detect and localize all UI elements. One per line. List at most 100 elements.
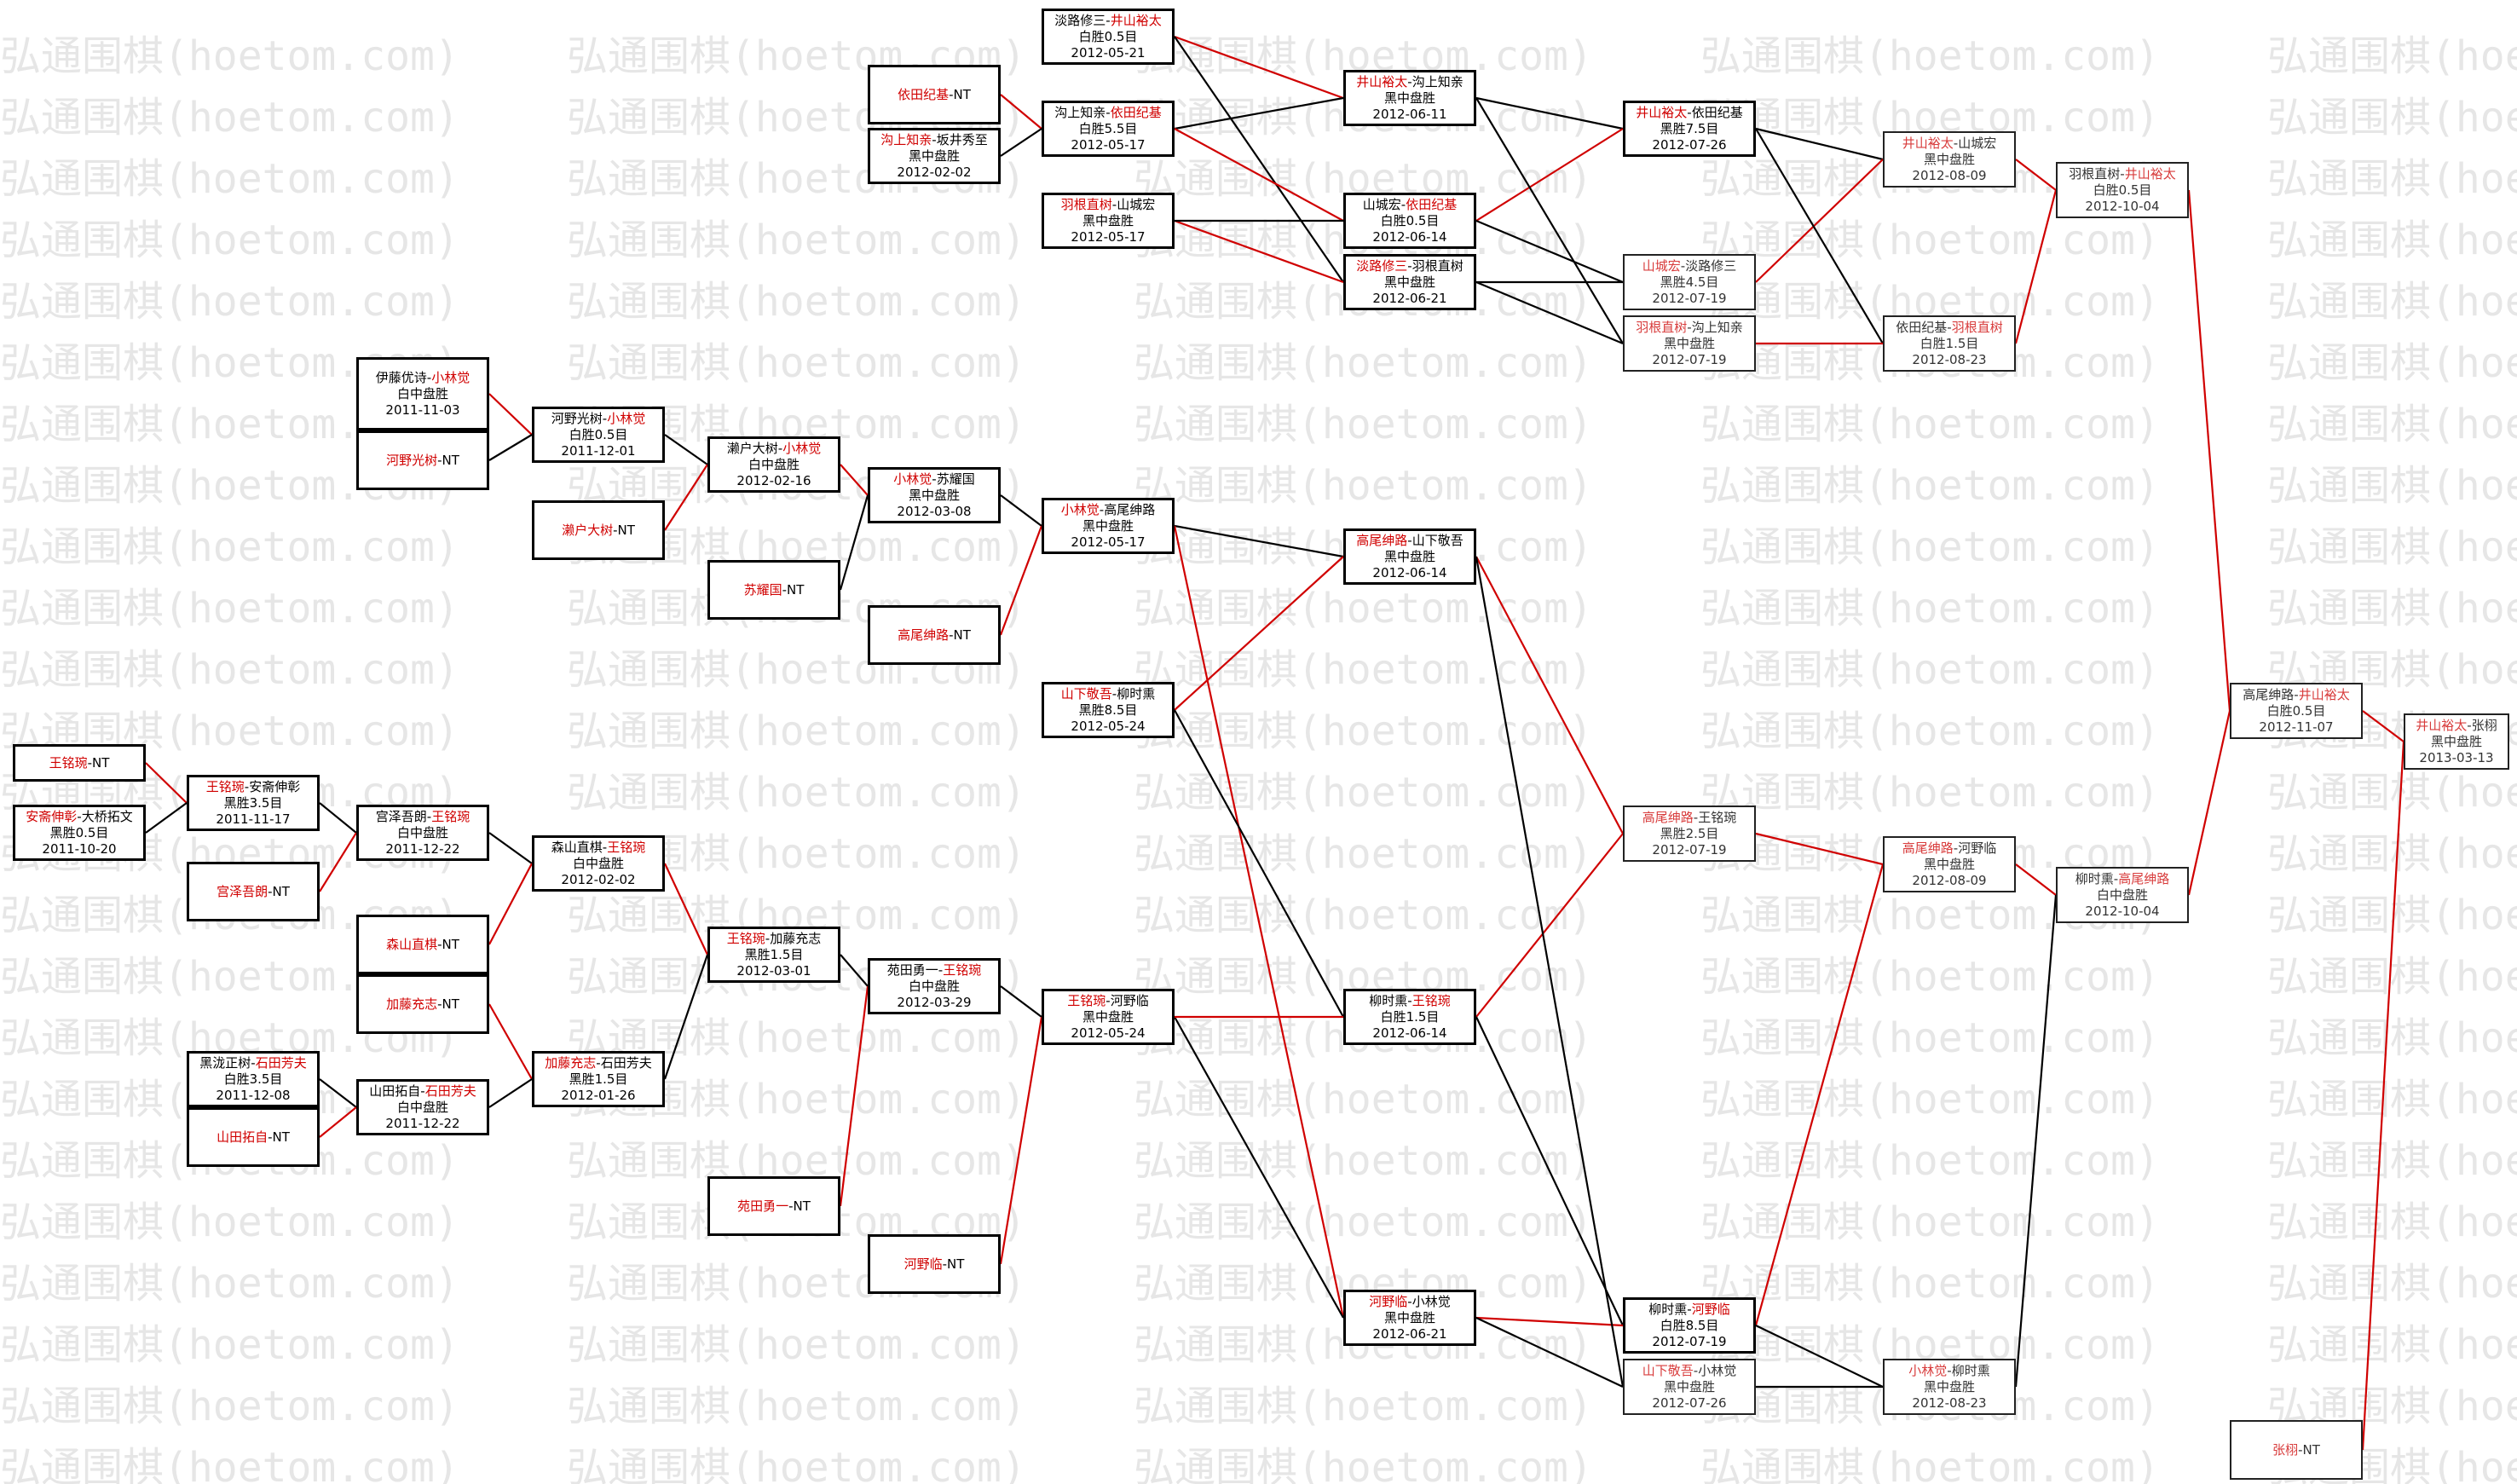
match-result: 黑中盘胜 xyxy=(908,487,960,503)
player-left: 濑户大树 xyxy=(562,522,614,538)
winner-line xyxy=(839,985,869,1207)
player-left: 河野临 xyxy=(1369,1293,1408,1309)
match-date: 2012-05-24 xyxy=(1071,718,1146,734)
winner-line xyxy=(2362,710,2404,742)
loser-line xyxy=(319,1078,357,1108)
player-right: 王铭琬 xyxy=(1411,992,1451,1008)
match-result: 黑胜8.5目 xyxy=(1078,702,1138,718)
match-players: 羽根直树-沟上知亲 xyxy=(1636,320,1742,336)
player-right: -河野临 xyxy=(1106,992,1149,1008)
player-right: -山城宏 xyxy=(1953,135,1997,151)
match-players: 河野光树-NT xyxy=(386,453,459,469)
loser-line xyxy=(1755,127,1884,161)
winner-line xyxy=(488,863,533,945)
match-date: 2012-05-17 xyxy=(1071,228,1146,245)
match-result: 黑中盘胜 xyxy=(1663,335,1715,351)
winner-line xyxy=(1174,35,1344,100)
loser-line xyxy=(1000,494,1042,527)
player-left: 张栩 xyxy=(2272,1441,2299,1458)
match-result: 黑中盘胜 xyxy=(1923,151,1975,167)
winner-line xyxy=(319,832,357,892)
loser-line xyxy=(1755,128,1884,344)
match-players: 山田拓自-NT xyxy=(216,1129,290,1146)
match-players: 小林觉-柳时熏 xyxy=(1908,1363,1989,1379)
match-date: 2011-10-20 xyxy=(42,840,117,857)
match-date: 2012-07-19 xyxy=(1652,290,1727,306)
player-right: -羽根直树 xyxy=(1407,257,1463,274)
match-date: 2012-06-21 xyxy=(1372,1325,1447,1342)
match-result: 黑中盘胜 xyxy=(1082,212,1134,228)
player-right: -NT xyxy=(949,627,971,643)
match-players: 森山直棋-NT xyxy=(386,937,459,953)
player-right: 井山裕太 xyxy=(2124,165,2176,182)
winner-line xyxy=(840,464,869,496)
loser-line xyxy=(145,802,188,834)
match-players: 宫泽吾朗-NT xyxy=(216,884,290,900)
player-right: -山城宏 xyxy=(1111,196,1156,212)
loser-line xyxy=(488,832,533,864)
winner-line xyxy=(488,1003,533,1080)
loser-line xyxy=(663,954,709,1080)
match-date: 2012-07-19 xyxy=(1652,841,1727,857)
winner-line xyxy=(1755,159,1884,283)
player-right: -高尾绅路 xyxy=(1099,501,1156,517)
match-players: 张栩-NT xyxy=(2272,1442,2320,1458)
match-players: 高尾绅路-井山裕太 xyxy=(2243,687,2349,703)
player-left: 王铭琬 xyxy=(726,930,765,946)
match-players: 山田拓自-石田芳夫 xyxy=(369,1083,476,1100)
player-right: -沟上知亲 xyxy=(1407,73,1463,90)
match-result: 黑胜4.5目 xyxy=(1660,274,1719,290)
winner-line xyxy=(1755,832,1884,866)
player-left: 沟上知亲 xyxy=(880,131,932,147)
player-left: 山下敬吾 xyxy=(1060,685,1112,702)
match-players: 王铭琬-NT xyxy=(49,755,110,771)
player-right: 羽根直树 xyxy=(1951,319,2003,335)
match-players: 河野光树-小林觉 xyxy=(551,411,645,427)
player-left: 宫泽吾朗 xyxy=(216,883,268,899)
match-players: 山城宏-依田纪基 xyxy=(1363,197,1457,213)
match-players: 山城宏-淡路修三 xyxy=(1642,258,1736,274)
player-right: -加藤充志 xyxy=(765,930,822,946)
match-players: 濑户大树-NT xyxy=(562,523,635,539)
match-box: 河野光树-NT xyxy=(356,430,489,490)
player-left: 加藤充志 xyxy=(386,996,438,1012)
winner-line xyxy=(1174,219,1344,284)
player-left: 井山裕太 xyxy=(1356,73,1408,90)
match-date: 2012-01-26 xyxy=(561,1087,636,1103)
match-result: 白胜8.5目 xyxy=(1660,1317,1719,1333)
loser-line xyxy=(1475,280,1624,345)
match-players: 井山裕太-依田纪基 xyxy=(1636,105,1742,121)
loser-line xyxy=(1174,1016,1344,1319)
match-result: 黑胜1.5目 xyxy=(569,1071,628,1087)
loser-line xyxy=(839,494,869,591)
player-left: 苏耀国 xyxy=(743,581,782,598)
player-left: 井山裕太 xyxy=(1902,135,1954,151)
match-players: 柳时熏-高尾绅路 xyxy=(2075,871,2169,887)
player-right: 王铭琬 xyxy=(943,961,982,978)
player-left: 井山裕太 xyxy=(1636,104,1688,120)
player-right: -NT xyxy=(788,1198,811,1214)
player-left: 山田拓自 xyxy=(216,1129,268,1145)
match-date: 2011-12-08 xyxy=(216,1087,291,1103)
match-date: 2012-10-04 xyxy=(2085,903,2160,919)
match-result: 白胜0.5目 xyxy=(1078,28,1138,44)
loser-line xyxy=(1174,96,1344,130)
player-left: 森山直棋 xyxy=(386,936,438,952)
match-players: 柳时熏-河野临 xyxy=(1648,1302,1729,1318)
loser-line xyxy=(1475,96,1624,130)
player-right: -NT xyxy=(942,1256,965,1272)
match-result: 白胜5.5目 xyxy=(1078,120,1138,136)
winner-line xyxy=(1000,94,1042,130)
player-right: -柳时熏 xyxy=(1111,685,1156,702)
